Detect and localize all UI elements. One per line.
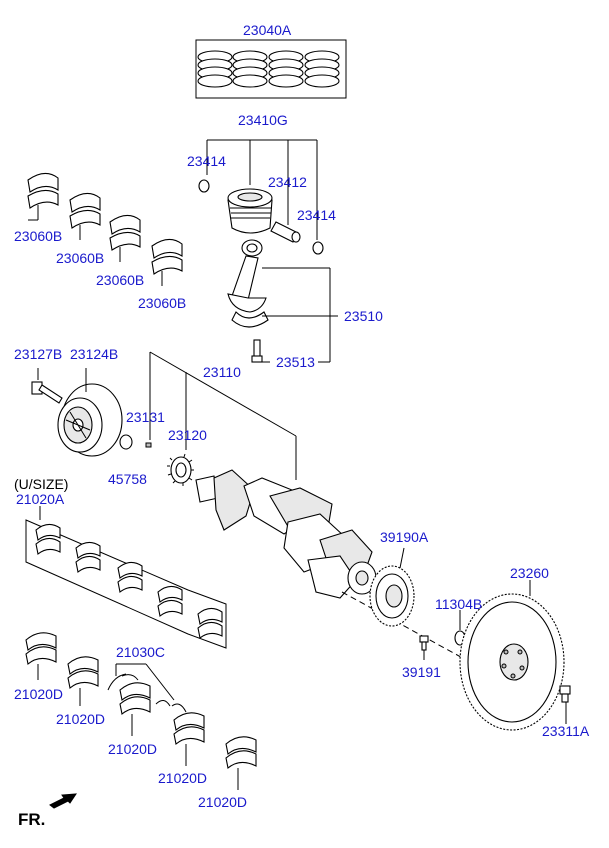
piston-ring-set[interactable]: [195, 39, 347, 99]
piston-pin-clip-left[interactable]: [198, 179, 210, 193]
part-label-23412[interactable]: 23412: [268, 174, 307, 190]
part-label-11304B[interactable]: 11304B: [435, 596, 483, 612]
part-label-21020D-3[interactable]: 21020D: [108, 741, 158, 757]
crank-pulley-bolt[interactable]: [31, 381, 63, 404]
part-label-23510[interactable]: 23510: [344, 308, 383, 324]
conrod-bearing-4[interactable]: [151, 238, 183, 286]
part-label-21020D-1[interactable]: 21020D: [14, 686, 64, 702]
part-label-39191[interactable]: 39191: [402, 664, 441, 680]
part-label-23110[interactable]: 23110: [203, 364, 241, 380]
crankshaft-key[interactable]: [145, 442, 152, 448]
part-label-23513[interactable]: 23513: [276, 354, 315, 370]
connecting-rod-cap[interactable]: [231, 311, 269, 328]
main-bearing-1[interactable]: [25, 632, 57, 680]
part-label-23060B-2[interactable]: 23060B: [56, 250, 105, 266]
part-label-23120[interactable]: 23120: [168, 427, 207, 443]
conrod-bearing-2[interactable]: [69, 192, 101, 240]
thrust-washers[interactable]: [107, 663, 187, 713]
target-wheel[interactable]: [369, 565, 415, 627]
part-label-23410G[interactable]: 23410G: [238, 112, 288, 128]
part-label-23260[interactable]: 23260: [510, 565, 549, 581]
undersize-note: (U/SIZE): [14, 476, 69, 492]
main-bearing-5[interactable]: [225, 736, 257, 790]
front-direction-label: FR.: [18, 810, 46, 829]
part-label-21020D-4[interactable]: 21020D: [158, 770, 208, 786]
part-label-23127B[interactable]: 23127B: [14, 346, 63, 362]
part-label-23060B-1[interactable]: 23060B: [14, 228, 63, 244]
piston[interactable]: [227, 188, 273, 234]
crankshaft[interactable]: [195, 469, 377, 599]
conrod-bearing-1[interactable]: [27, 172, 59, 221]
part-label-23414-right[interactable]: 23414: [297, 207, 336, 223]
part-label-21020D-5[interactable]: 21020D: [198, 794, 248, 810]
connecting-rod[interactable]: [227, 239, 267, 313]
flywheel-bolt[interactable]: [559, 685, 571, 703]
part-label-23124B[interactable]: 23124B: [70, 346, 119, 362]
crankshaft-leader-lines: [149, 351, 297, 480]
part-label-23040A[interactable]: 23040A: [243, 22, 292, 38]
main-bearing-3[interactable]: [119, 682, 151, 736]
main-bearing-set-box[interactable]: [25, 519, 227, 649]
part-label-21030C[interactable]: 21030C: [116, 644, 166, 660]
target-wheel-leader: [399, 547, 405, 569]
crank-centerline: [341, 591, 471, 663]
piston-pin[interactable]: [270, 221, 301, 243]
crankshaft-spacer[interactable]: [119, 434, 133, 450]
part-label-23414-left[interactable]: 23414: [187, 153, 226, 169]
part-label-23060B-4[interactable]: 23060B: [138, 295, 187, 311]
flywheel[interactable]: [459, 593, 565, 731]
crankshaft-sprocket[interactable]: [167, 453, 194, 486]
piston-leader-lines: [206, 139, 318, 240]
front-arrow-icon: [49, 793, 77, 809]
part-label-23060B-3[interactable]: 23060B: [96, 272, 145, 288]
main-bearing-2[interactable]: [67, 656, 99, 706]
part-label-21020A[interactable]: 21020A: [16, 491, 65, 507]
piston-pin-clip-right[interactable]: [312, 241, 324, 255]
connecting-rod-bolt[interactable]: [251, 339, 263, 363]
part-label-23311A[interactable]: 23311A: [542, 723, 590, 739]
pulley-leader-lines: [37, 368, 87, 392]
part-label-21020D-2[interactable]: 21020D: [56, 711, 106, 727]
part-label-45758[interactable]: 45758: [108, 471, 147, 487]
target-wheel-bolt[interactable]: [419, 635, 429, 651]
part-label-23131[interactable]: 23131: [126, 409, 165, 425]
conrod-leader-lines: [262, 267, 338, 363]
part-label-39190A[interactable]: 39190A: [380, 529, 429, 545]
crank-pulley[interactable]: [57, 383, 123, 457]
conrod-bearing-3[interactable]: [109, 214, 141, 262]
main-bearing-4[interactable]: [173, 712, 205, 766]
